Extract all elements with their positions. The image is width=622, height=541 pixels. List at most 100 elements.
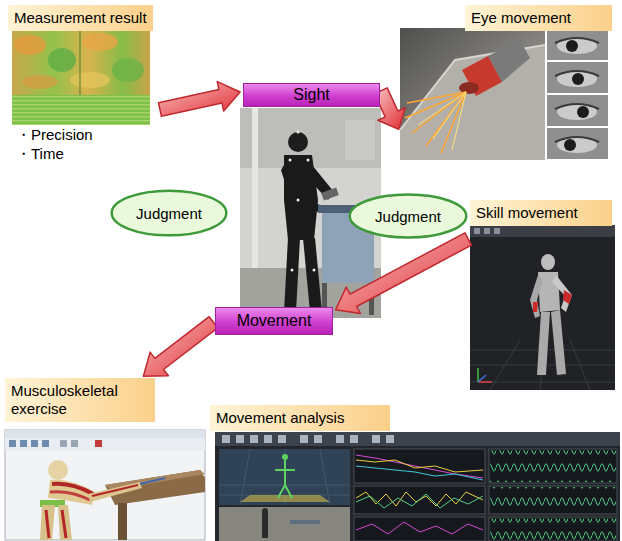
heatmap-image-part xyxy=(12,28,150,125)
movement-analysis-screen-part xyxy=(490,450,616,482)
eye-closeups-part xyxy=(564,139,576,151)
heatmap-image-part xyxy=(82,33,118,51)
worker-photo-part xyxy=(288,132,308,152)
eye-closeups-part xyxy=(547,128,608,159)
movement-analysis-screen-part xyxy=(490,487,616,513)
movement-analysis-screen-part xyxy=(219,449,350,505)
movement-analysis-screen-part-part xyxy=(336,435,344,443)
worker-photo-part xyxy=(345,120,375,160)
eye-movement-photo-part-part xyxy=(452,92,466,150)
heatmap-image-part xyxy=(12,95,150,125)
worker-photo-part xyxy=(321,188,339,201)
skill-mannequin-view-part-part xyxy=(470,382,615,383)
movement-analysis-screen-part xyxy=(354,449,485,483)
worker-photo-part xyxy=(284,238,300,312)
stage-box: Sight xyxy=(243,83,380,107)
ellipse-shape xyxy=(112,191,227,236)
movement-analysis-screen-part-part xyxy=(300,435,308,443)
musculoskeletal-model-part xyxy=(60,440,67,447)
worker-photo-part xyxy=(252,108,258,268)
eye-closeups-part xyxy=(555,71,599,76)
eye-movement-photo-part xyxy=(400,28,545,160)
eye-closeups-part xyxy=(555,104,599,109)
movement-analysis-screen-part-part xyxy=(264,435,272,443)
eye-closeups-part xyxy=(555,137,599,142)
movement-analysis-screen-part xyxy=(490,518,616,540)
note-text: ・Time xyxy=(16,145,64,163)
panel-heading: Eye movement xyxy=(465,5,612,31)
cycle-arrow xyxy=(159,82,241,117)
musculoskeletal-model-part xyxy=(62,510,66,538)
movement-analysis-screen-part-part xyxy=(222,435,230,443)
movement-analysis-screen-part xyxy=(356,460,483,472)
worker-photo-part-part xyxy=(297,199,300,202)
judgment-text: Judgment xyxy=(136,205,202,222)
skill-mannequin-view-part xyxy=(552,275,572,312)
movement-analysis-screen-part-part xyxy=(236,435,244,443)
skill-mannequin-view xyxy=(470,225,615,390)
worker-photo-part-part xyxy=(289,159,292,162)
musculoskeletal-model-part xyxy=(95,440,102,447)
movement-analysis-screen-part xyxy=(356,466,483,480)
skill-mannequin-view-part xyxy=(551,310,566,375)
skill-mannequin-view-part xyxy=(563,290,572,304)
movement-analysis-screen-part xyxy=(356,494,483,508)
movement-analysis-screen-part xyxy=(354,517,485,541)
movement-analysis-screen-part-part xyxy=(250,435,258,443)
movement-analysis-screen-part xyxy=(262,508,268,514)
skill-mannequin-view-part xyxy=(533,302,538,312)
skill-mannequin-view-part xyxy=(530,275,543,318)
heatmap-image-part xyxy=(48,48,76,72)
skill-mannequin-view-part xyxy=(474,228,480,234)
movement-analysis-screen-part xyxy=(356,455,483,478)
movement-analysis-screen-part-part xyxy=(386,435,394,443)
worker-photo-part-part xyxy=(313,269,316,272)
eye-closeups xyxy=(547,29,608,159)
eye-closeups-part xyxy=(547,29,608,60)
movement-analysis-screen-part xyxy=(275,460,295,498)
eye-movement-photo-part-part xyxy=(433,92,466,139)
musculoskeletal-model-part xyxy=(50,492,90,500)
stage-box: Movement xyxy=(215,307,333,335)
stage-text: Sight xyxy=(293,86,329,104)
musculoskeletal-model-part xyxy=(71,440,78,447)
heatmap-image-part xyxy=(80,28,81,95)
heatmap-image-part xyxy=(12,28,150,95)
movement-analysis-screen-part xyxy=(282,454,288,460)
cycle-arrow xyxy=(336,233,472,314)
worker-photo-part-part xyxy=(291,269,294,272)
eye-movement-photo-part xyxy=(418,92,466,150)
movement-analysis-screen-part xyxy=(215,432,620,541)
eye-movement-photo xyxy=(400,28,608,160)
eye-closeups-part xyxy=(566,40,578,52)
movement-analysis-screen-part xyxy=(215,432,620,446)
panel-heading: Measurement result xyxy=(8,5,153,31)
movement-analysis-screen-part xyxy=(489,486,617,514)
note-text: ・Precision xyxy=(16,126,93,144)
worker-photo-part xyxy=(303,238,322,312)
worker-photo-part xyxy=(281,160,320,212)
musculoskeletal-model-part xyxy=(42,440,49,447)
eye-closeups-part xyxy=(547,62,608,93)
labeled-panel: Musculoskeletal exercise xyxy=(5,378,205,540)
movement-analysis-screen-part xyxy=(356,522,483,534)
skill-mannequin-view-part xyxy=(478,381,492,383)
worker-photo-part-part xyxy=(307,159,310,162)
movement-analysis-screen-part xyxy=(222,435,394,443)
skill-mannequin-view-part xyxy=(484,228,490,234)
musculoskeletal-model-part xyxy=(5,430,205,438)
labeled-panel: Movement analysis xyxy=(210,405,620,541)
stage-text: Movement xyxy=(237,312,312,330)
movement-analysis-screen-part xyxy=(354,486,485,514)
judgment-ellipse: Judgment xyxy=(108,187,230,239)
movement-analysis-screen-part-part xyxy=(372,435,380,443)
musculoskeletal-model-part xyxy=(20,440,27,447)
judgment-text: Judgment xyxy=(375,208,441,225)
musculoskeletal-model xyxy=(5,430,205,540)
ellipse-shape xyxy=(350,195,467,238)
labeled-panel: Skill movement xyxy=(470,200,615,390)
musculoskeletal-model-part xyxy=(92,485,138,496)
musculoskeletal-model-part xyxy=(48,460,68,480)
